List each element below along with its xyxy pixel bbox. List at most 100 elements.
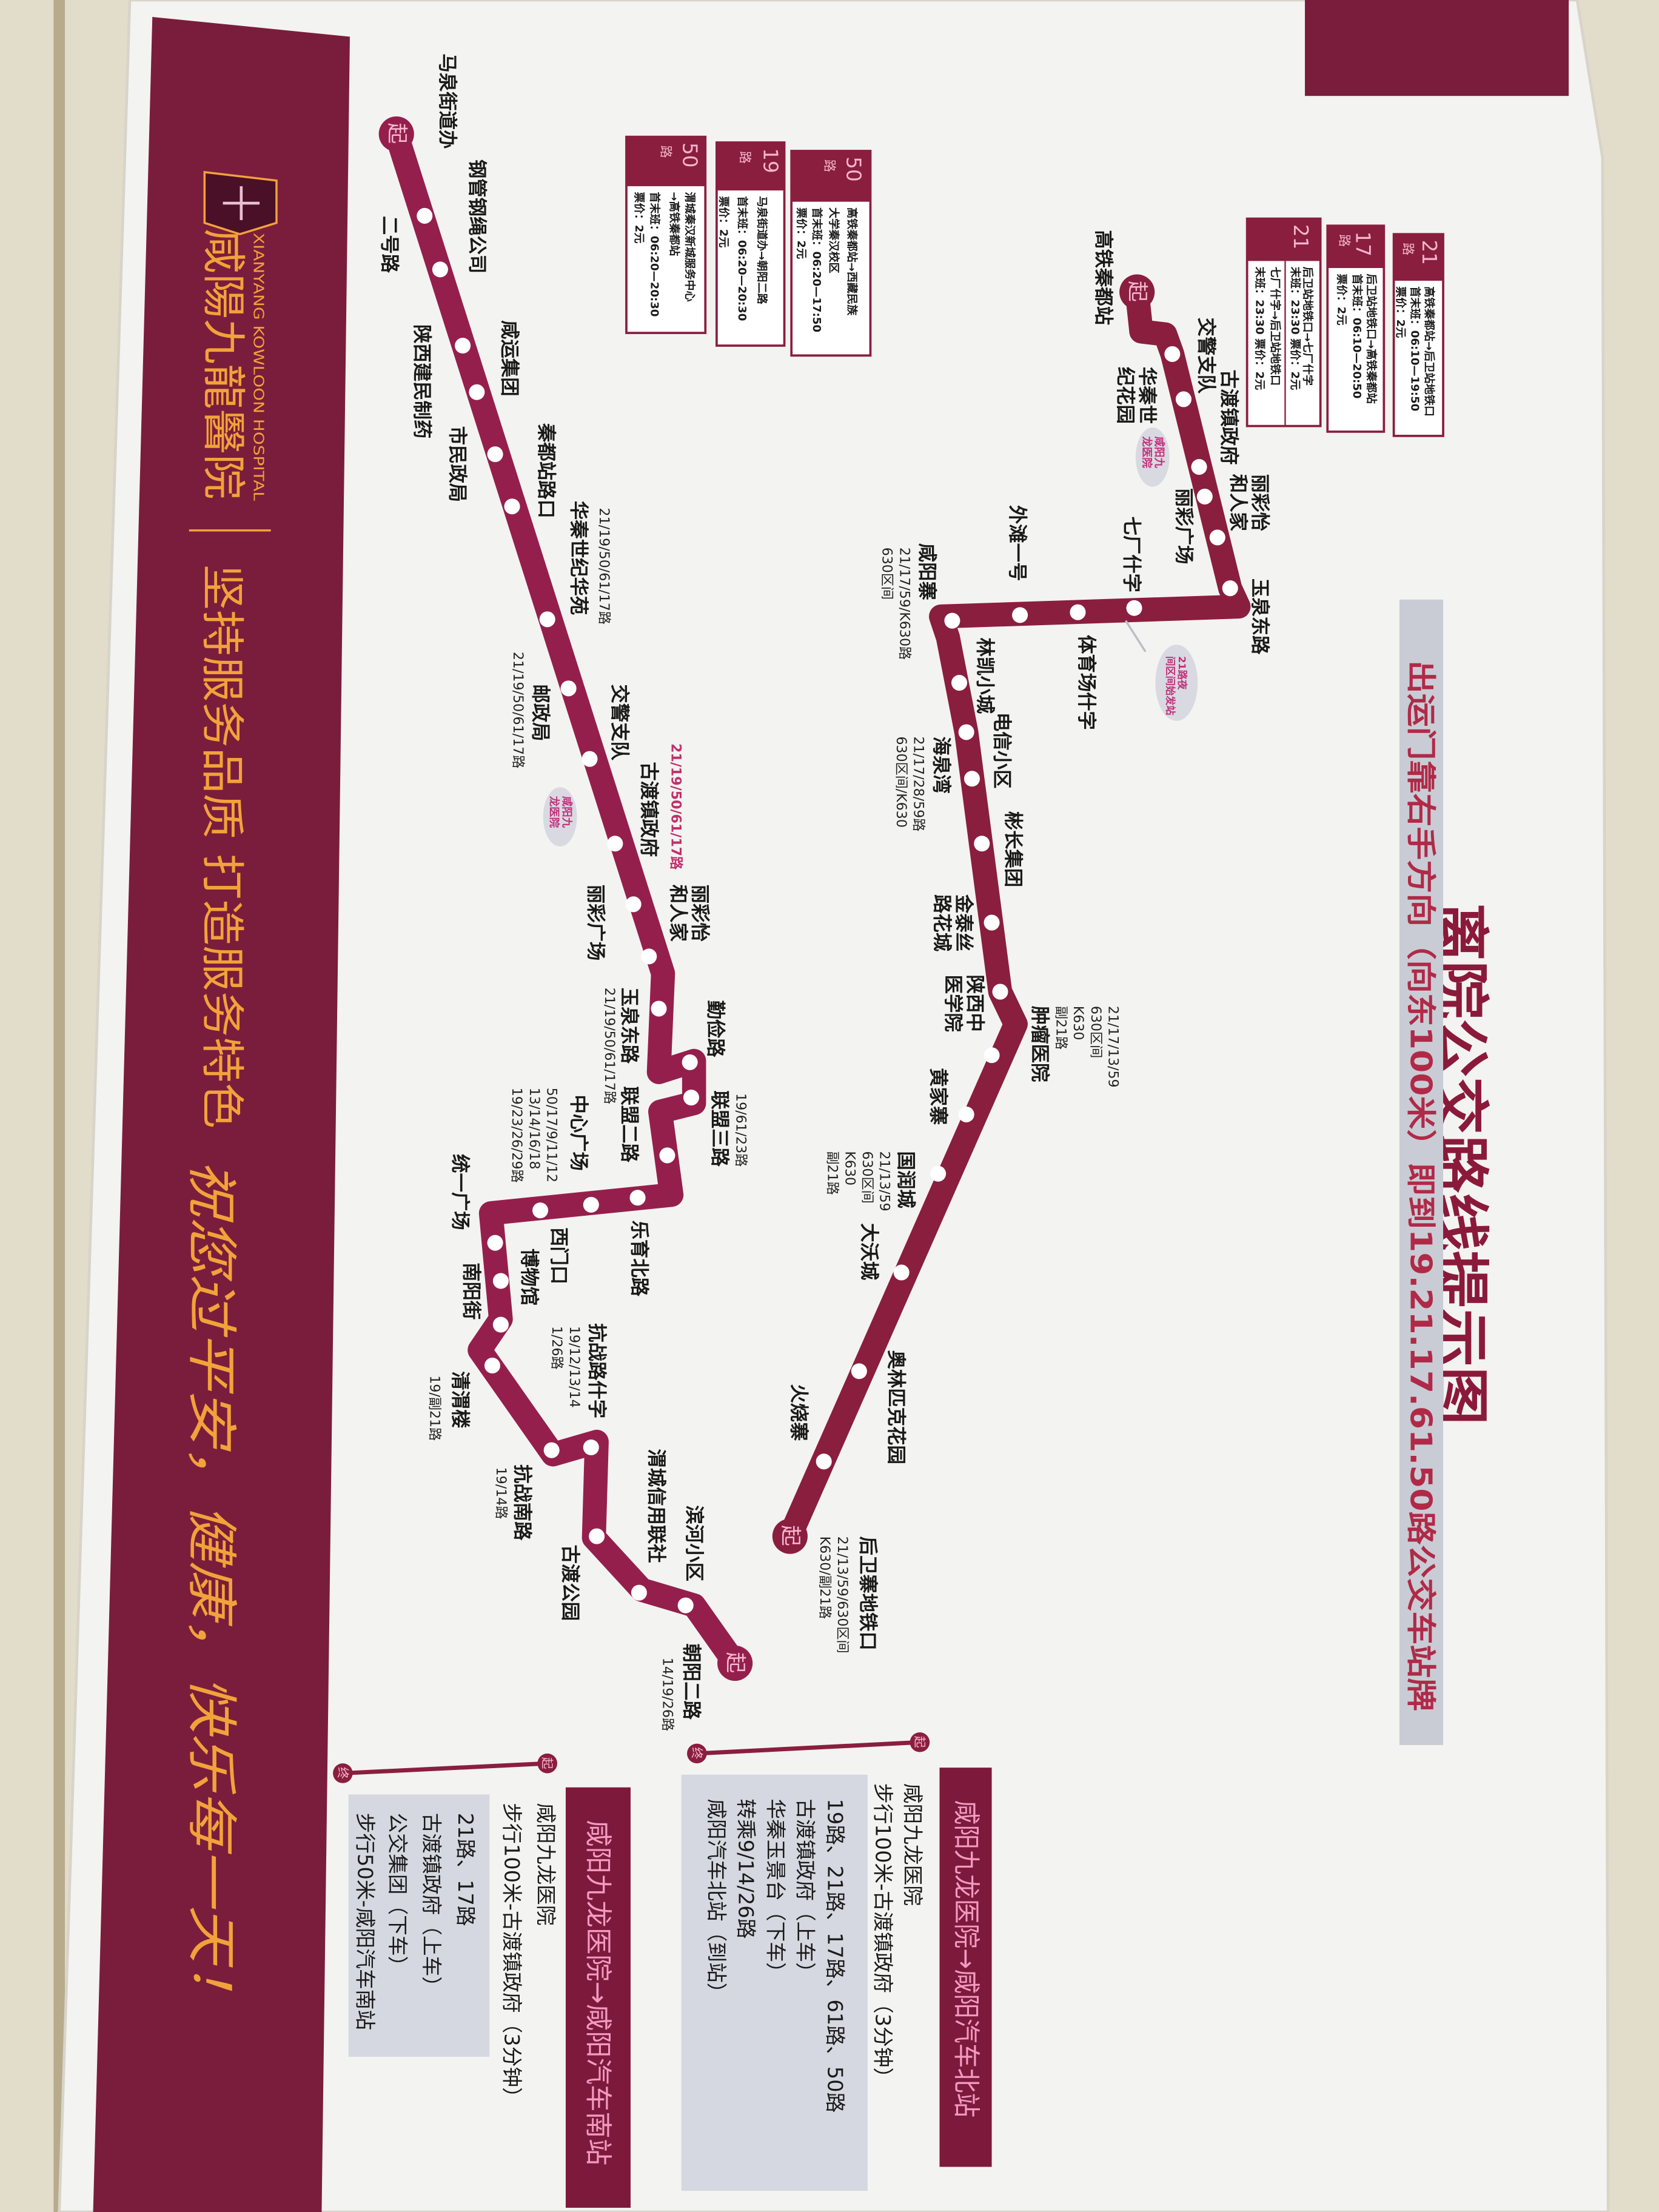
- card-line: 渭城秦汉新城服务中心: [683, 192, 697, 301]
- panel-step: 19路、21路、17路、61路、50路: [823, 1798, 847, 2113]
- line_b-route: 起起马泉街道办二号路钢管钢绳公司陕西建民制药咸运集团市民政局秦都站路口华秦世纪华…: [378, 53, 753, 1731]
- start-marker: [910, 1732, 930, 1752]
- station-dot: [1222, 580, 1238, 597]
- route-number: 21: [1289, 224, 1312, 249]
- end-marker-label: 终: [336, 1767, 350, 1779]
- station-dot: [1191, 459, 1207, 475]
- card-line: 马泉街道办→朝阳二路: [756, 196, 769, 304]
- station-dot: [543, 1442, 560, 1458]
- route-unit: 路: [1337, 234, 1352, 247]
- station-name: 丽彩怡和人家: [667, 885, 711, 942]
- station-dot: [492, 1316, 509, 1333]
- station-name: 国润城: [895, 1151, 917, 1208]
- station-name: 西门口: [548, 1227, 569, 1284]
- station-name: 马泉街道办: [437, 53, 458, 149]
- panel-steps-box: [681, 1774, 868, 2191]
- station-name: 咸阳寨: [916, 543, 939, 601]
- station-name: 丽彩广场: [585, 885, 606, 961]
- station-name: 黄家寨: [927, 1068, 950, 1125]
- start-marker-label: 起: [778, 1525, 802, 1546]
- station-dot: [641, 948, 657, 965]
- station-transfer-routes: 19/副21路: [427, 1375, 443, 1441]
- station-transfer-routes: 19/14路: [493, 1467, 509, 1520]
- panel-route-line: [343, 1761, 548, 1775]
- route-unit: 路: [822, 159, 837, 172]
- hospital-name: 咸陽九龍醫院: [198, 229, 249, 500]
- callout-bubble: [1155, 645, 1198, 721]
- station-dot: [984, 914, 1000, 931]
- station-name: 交警支队: [608, 684, 631, 760]
- station-dot: [487, 446, 503, 463]
- station-transfer-routes: 21/19/50/61/17路: [596, 508, 612, 625]
- route-unit: 路: [1401, 243, 1415, 255]
- station-transfer-routes: 21/19/50/61/17路: [602, 988, 617, 1104]
- station-dot: [583, 1196, 599, 1213]
- start-marker: [717, 1645, 753, 1681]
- start-marker: [537, 1753, 557, 1774]
- hospital-wish: 祝您过平安，健康，快乐每一天！: [182, 1159, 241, 2020]
- panel-route-line: [697, 1740, 920, 1756]
- card-line: 票价：2元: [717, 196, 730, 247]
- panel-step: 公交集团（下车）: [386, 1813, 410, 1977]
- station-name: 南阳街: [460, 1262, 482, 1319]
- card-line: 首末班：06:10—20:50: [1351, 273, 1364, 398]
- start-marker: [1119, 274, 1155, 310]
- station-dot: [629, 1190, 646, 1206]
- wall-groove: [53, 0, 65, 2212]
- station-dot: [951, 675, 968, 691]
- callout-text: 咸阳九龙医院: [1140, 436, 1165, 469]
- route-number: 21: [1418, 240, 1441, 265]
- station-dot: [1126, 600, 1142, 616]
- station-name: 抗战路什字: [586, 1323, 608, 1418]
- route-number: 50: [842, 156, 865, 181]
- panel-title: 咸阳九龙医院→咸阳汽车南站: [583, 1820, 614, 2165]
- station-dot: [893, 1264, 910, 1281]
- station-name: 陕西中医学院: [942, 975, 986, 1032]
- station-name: 统一广场: [449, 1154, 471, 1230]
- station-dot: [631, 1584, 647, 1601]
- panel-steps-box: [348, 1794, 490, 2057]
- station-dot: [683, 1090, 700, 1106]
- station-name: 体育场什字: [1075, 635, 1098, 730]
- callout-bubble: [543, 787, 577, 846]
- callout-text: 21路夜间区间始发站: [1165, 656, 1188, 716]
- station-dot: [992, 984, 1008, 1000]
- station-dot: [958, 724, 974, 740]
- station-dot: [504, 498, 520, 515]
- banner-background: [93, 16, 350, 2212]
- station-name: 二号路: [378, 216, 400, 273]
- card-line: 首末班：06:10—19:50: [1409, 286, 1422, 411]
- station-name: 市民政局: [446, 426, 469, 503]
- route-number: 17: [1351, 232, 1374, 256]
- station-name: 高铁秦都站: [1092, 230, 1114, 325]
- station-transfer-routes: 50/17/9/11/1213/14/16/1819/23/26/29路: [509, 1088, 559, 1183]
- panel-walk: 步行100米-古渡镇政府（3分钟）: [871, 1783, 895, 2088]
- station-name: 交警支队: [1195, 317, 1218, 394]
- station-dot: [984, 1047, 1000, 1064]
- station-name: 玉泉东路: [1249, 578, 1272, 655]
- card-line: →高铁秦都站: [668, 192, 682, 256]
- station-name: 丽彩怡和人家: [1227, 474, 1270, 532]
- card-line: 票价：2元: [1335, 273, 1348, 325]
- station-transfer-routes: 21/13/59630区间K630副21路: [825, 1151, 893, 1211]
- card-header: [791, 150, 871, 202]
- station-name: 海泉湾: [930, 736, 953, 793]
- station-name: 勤俭路: [705, 1000, 726, 1058]
- station-dot: [432, 261, 448, 278]
- station-dot: [492, 1273, 509, 1289]
- hospital-banner: 咸陽九龍醫院 XIANYANG KOWLOON HOSPITAL 坚持服务品质 …: [93, 16, 350, 2212]
- station-name: 博物馆: [518, 1248, 540, 1305]
- station-dot: [930, 1165, 947, 1182]
- panel-step: 21路、17路: [454, 1813, 477, 1926]
- station-name: 邮政局: [529, 684, 551, 741]
- callout-tail: [1125, 620, 1147, 652]
- callout-bubble: [1135, 427, 1170, 487]
- station-name: 丽彩广场: [1173, 488, 1195, 565]
- start-marker-label: 起: [1125, 281, 1149, 302]
- station-name: 咸运集团: [498, 320, 520, 397]
- panel-start: 咸阳九龙医院: [534, 1803, 558, 1925]
